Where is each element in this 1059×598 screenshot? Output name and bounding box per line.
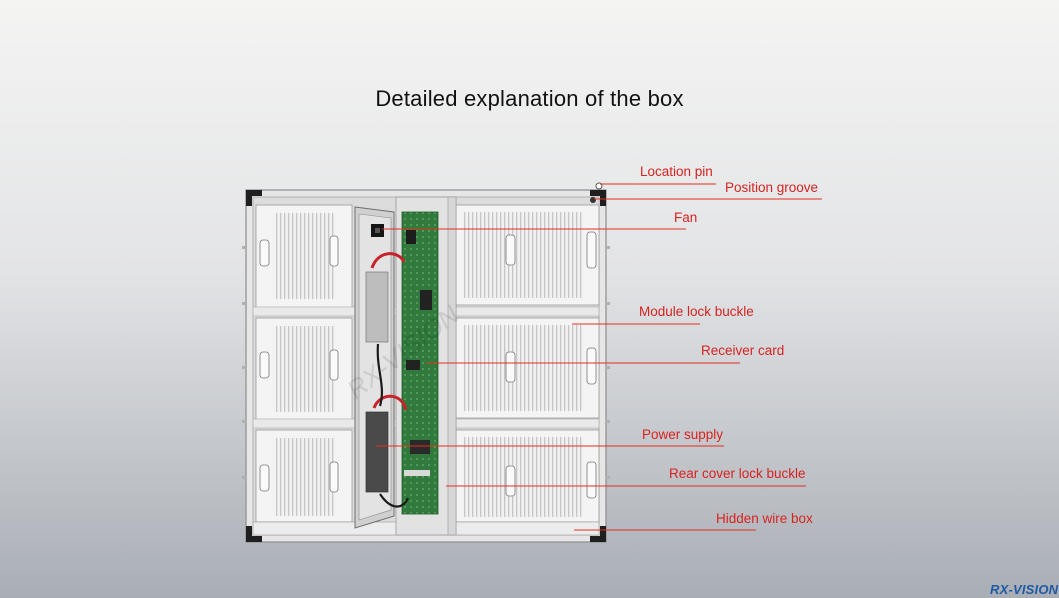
label-hidden-wire-box: Hidden wire box [716, 511, 813, 526]
module-cell [455, 204, 600, 306]
label-position-groove: Position groove [725, 180, 819, 195]
power-supply-unit [365, 271, 389, 343]
red-cable [372, 394, 408, 411]
module-cell [455, 317, 600, 419]
label-location-pin: Location pin [640, 164, 713, 179]
label-module-lock-buckle: Module lock buckle [639, 304, 754, 319]
module-cell [455, 429, 600, 523]
module-cell [255, 204, 353, 309]
label-rear-cover-lock-buckle: Rear cover lock buckle [669, 466, 806, 481]
red-cable [370, 252, 406, 269]
label-fan: Fan [674, 210, 698, 225]
position-groove [590, 197, 596, 203]
label-power-supply: Power supply [642, 427, 724, 442]
module-cell [255, 429, 353, 523]
diagram-title: Detailed explanation of the box [375, 86, 684, 111]
label-receiver-card: Receiver card [701, 343, 785, 358]
module-cell [255, 317, 353, 422]
power-supply-unit [365, 411, 389, 493]
brand-logo: RX-VISION [990, 582, 1059, 597]
